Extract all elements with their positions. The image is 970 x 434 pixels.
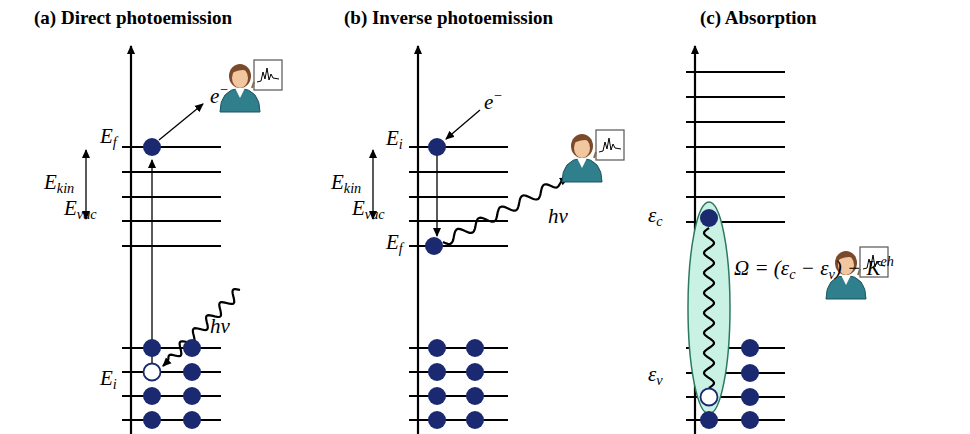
- panel-title: (b) Inverse photoemission: [344, 8, 553, 27]
- panel-title: (a) Direct photoemission: [34, 8, 232, 27]
- energy-label: Ekin: [44, 172, 74, 193]
- energy-label: εv: [648, 364, 663, 385]
- energy-label: Ei: [100, 368, 117, 389]
- panel-title: (c) Absorption: [700, 8, 817, 27]
- electron-label: e−: [484, 92, 503, 113]
- energy-label: εc: [648, 205, 663, 226]
- photon-label: hν: [548, 206, 568, 227]
- energy-label: Ef: [386, 232, 403, 253]
- photon-label: hν: [210, 316, 230, 337]
- energy-label: Ei: [386, 128, 403, 149]
- electron-label: e−: [210, 86, 229, 107]
- energy-label: Ef: [100, 126, 117, 147]
- exciton-formula: Ω = (εc − εv) − Keh: [734, 258, 894, 279]
- energy-label: Ekin: [331, 172, 361, 193]
- energy-label: Evac: [64, 198, 97, 219]
- photon-wave: [443, 178, 568, 244]
- energy-label: Evac: [352, 198, 385, 219]
- photon-wave: [163, 289, 240, 366]
- photon-wave: [704, 228, 714, 388]
